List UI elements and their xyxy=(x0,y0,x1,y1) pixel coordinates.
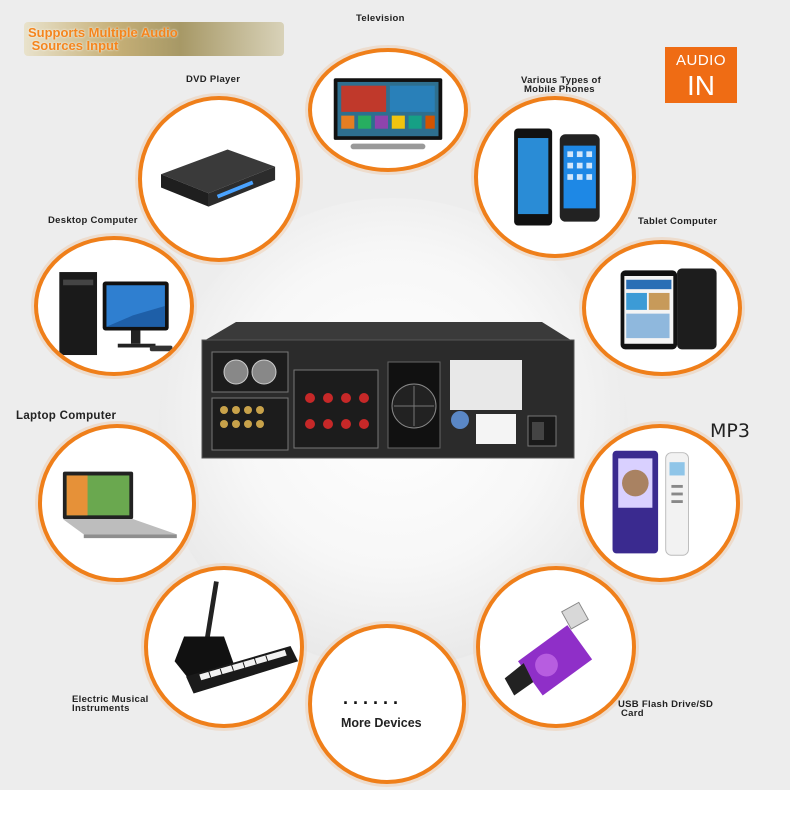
mobile-label-line-2: Mobile Phones xyxy=(523,84,595,95)
dvd-player-label: DVD Player xyxy=(186,74,241,85)
infographic: Supports Multiple Audio Sources Input AU… xyxy=(0,0,790,790)
mobile-phone-icon xyxy=(514,128,600,226)
desktop-computer-label: Desktop Computer xyxy=(48,215,138,226)
laptop-computer-label: Laptop Computer xyxy=(16,410,117,422)
electric-instruments-bubble xyxy=(144,566,304,728)
guitar-keyboard-icon xyxy=(174,581,299,694)
television-bubble xyxy=(308,48,468,172)
header-banner xyxy=(24,22,284,56)
desktop-computer-bubble xyxy=(34,236,194,376)
dvd-player-bubble xyxy=(138,96,300,262)
tablet-computer-bubble xyxy=(582,240,742,376)
tablet-computer-icon xyxy=(620,268,717,350)
mp3-player-icon xyxy=(612,450,689,556)
usb-drive-icon xyxy=(504,601,593,696)
laptop-computer-icon xyxy=(62,471,177,539)
instruments-label-line-2: Instruments xyxy=(72,703,130,714)
desktop-computer-icon xyxy=(59,272,173,356)
dvd-player-icon xyxy=(161,149,276,207)
mobile-phones-bubble xyxy=(474,96,636,258)
mobile-label-line-1: Various Types of xyxy=(521,75,602,86)
television-icon xyxy=(333,78,443,150)
title-line-1: Supports Multiple Audio xyxy=(28,25,178,40)
mp3-player-bubble xyxy=(580,424,740,582)
television-label: Television xyxy=(356,13,405,24)
more-devices-bubble xyxy=(308,624,466,784)
mp3-label: MP3 xyxy=(710,420,750,442)
audio-in-badge: AUDIO IN xyxy=(665,47,737,103)
instruments-label-line-1: Electric Musical xyxy=(72,694,149,705)
badge-line-2: IN xyxy=(687,70,715,101)
usb-label-line-1: USB Flash Drive/SD xyxy=(618,699,714,710)
page-title: Supports Multiple Audio Sources Input xyxy=(28,26,178,52)
amplifier-rear-panel-image xyxy=(198,320,576,460)
electric-instruments-label: Electric Musical Instruments xyxy=(72,694,149,714)
tablet-computer-label: Tablet Computer xyxy=(638,216,718,227)
usb-flash-drive-label: USB Flash Drive/SD Card xyxy=(618,699,714,719)
laptop-computer-bubble xyxy=(38,424,196,582)
usb-flash-drive-bubble xyxy=(476,566,636,728)
more-devices-dots: ...... xyxy=(343,688,404,708)
usb-label-line-2: Card xyxy=(620,708,644,719)
title-line-2: Sources Input xyxy=(31,38,119,53)
badge-line-1: AUDIO xyxy=(675,52,726,69)
mobile-phones-label: Various Types of Mobile Phones xyxy=(521,75,602,95)
more-devices-label: More Devices xyxy=(341,716,422,730)
